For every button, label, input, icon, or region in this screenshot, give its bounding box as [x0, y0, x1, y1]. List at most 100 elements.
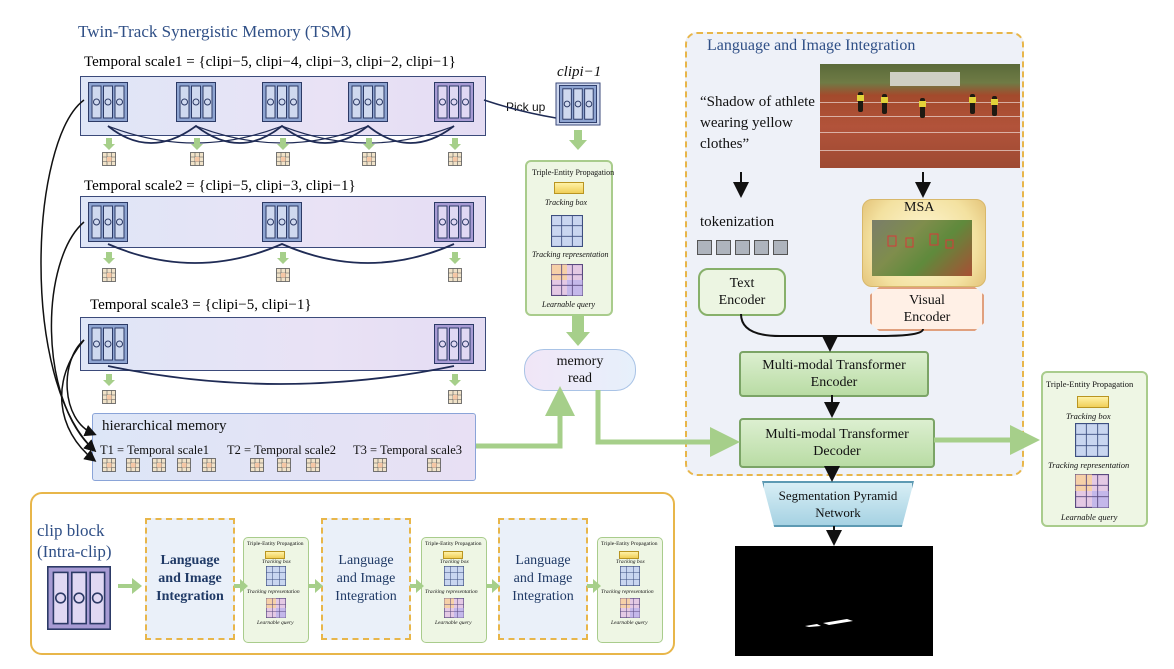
learnable-query-icon — [551, 264, 583, 296]
arrow-memory-to-read — [476, 386, 575, 449]
mini-tep-3-title: Triple-Entity Propagation — [601, 541, 658, 547]
mask-blob — [805, 619, 853, 627]
scale2-links — [107, 243, 455, 264]
clip-block-label: clip block (Intra-clip) — [37, 521, 112, 561]
clip-icon — [88, 82, 128, 122]
text-encoder-merge — [740, 313, 830, 337]
tsm-title: Twin-Track Synergistic Memory (TSM) — [78, 22, 352, 41]
mini-tep-2-learnable-query: Learnable query — [435, 620, 472, 626]
tracking-box-icon — [1077, 396, 1109, 408]
mini-tep-1-learnable-query: Learnable query — [257, 620, 294, 626]
text-encoder-label: Text Encoder — [718, 276, 766, 308]
mini-tep-1-tracking-rep: Tracking representation — [247, 589, 300, 595]
tokenization-label: tokenization — [700, 214, 775, 230]
output-mask — [735, 546, 933, 656]
tep-right-learnable-query: Learnable query — [1061, 512, 1118, 522]
down-arrow-icon — [566, 314, 590, 346]
runner — [881, 94, 888, 114]
lii-stage-1: Language and Image Integration — [145, 518, 235, 640]
clip-icon — [88, 202, 128, 242]
tep-right-tracking-rep: Tracking representation — [1048, 460, 1130, 470]
token-icon — [735, 240, 750, 255]
segmentation-pyramid-network: Segmentation Pyramid Network — [762, 481, 914, 527]
mini-tep-3 — [597, 537, 663, 643]
runner — [991, 96, 998, 116]
clip-icon — [262, 202, 302, 242]
mini-tep-1-title: Triple-Entity Propagation — [247, 541, 304, 547]
token-icon — [773, 240, 788, 255]
clip-block-arrows — [118, 578, 601, 594]
seg-pyramid-label: Segmentation Pyramid Network — [778, 488, 898, 520]
tracking-box-icon — [443, 551, 463, 559]
msa-label: MSA — [904, 200, 935, 215]
mm-decoder-label: Multi-modal Transformer Decoder — [765, 427, 909, 459]
temporal-scale2-label: Temporal scale2 = {clipi−5, clipi−3, cli… — [84, 178, 356, 194]
clip-icon — [262, 82, 302, 122]
clip-icon — [434, 324, 474, 364]
mini-tep-2-title: Triple-Entity Propagation — [425, 541, 482, 547]
t2-label: T2 = Temporal scale2 — [227, 443, 337, 457]
tracking-representation-icon — [551, 215, 583, 247]
tracking-box-icon — [554, 182, 584, 194]
tracking-representation-icon — [444, 566, 464, 586]
mini-tep-3-tracking-box: Tracking box — [616, 559, 645, 565]
selected-clip-label: clipi−1 — [557, 64, 602, 80]
lii-stage-1-label: Language and Image Integration — [156, 553, 224, 604]
text-query: “Shadow of athlete wearing yellow clothe… — [700, 94, 815, 152]
mm-transformer-encoder: Multi-modal Transformer Encoder — [739, 351, 929, 397]
hurdle-rail — [890, 72, 960, 86]
learnable-query-icon — [444, 598, 464, 618]
temporal-scale3-track — [80, 317, 486, 371]
tep-mid-tracking-box: Tracking box — [545, 198, 587, 207]
lii-stage-2-label: Language and Image Integration — [335, 553, 397, 604]
tracking-representation-icon — [620, 566, 640, 586]
runner — [857, 92, 864, 112]
down-arrow-icon — [569, 130, 587, 150]
memory-read-label: memory read — [556, 354, 604, 386]
clip-block-icon — [47, 566, 111, 630]
lii-stage-3-label: Language and Image Integration — [512, 553, 574, 604]
token-icon — [754, 240, 769, 255]
tep-mid-learnable-query: Learnable query — [542, 300, 596, 309]
temporal-scale3-label: Temporal scale3 = {clipi−5, clipi−1} — [90, 297, 312, 313]
mini-tep-2-tracking-box: Tracking box — [440, 559, 469, 565]
down-arrows — [103, 138, 461, 386]
mm-encoder-label: Multi-modal Transformer Encoder — [762, 358, 906, 390]
mini-tep-3-tracking-rep: Tracking representation — [601, 589, 654, 595]
learnable-query-icon — [266, 598, 286, 618]
runner — [919, 98, 926, 118]
clip-icon — [434, 202, 474, 242]
tep-right-tracking-box: Tracking box — [1066, 411, 1111, 421]
tep-mid-title: Triple-Entity Propagation — [532, 168, 615, 177]
visual-encoder-merge — [822, 328, 924, 352]
memory-read: memory read — [524, 349, 636, 391]
tracking-representation-icon — [266, 566, 286, 586]
tep-right-title: Triple-Entity Propagation — [1046, 379, 1134, 389]
tracking-box-icon — [265, 551, 285, 559]
lii-stage-3: Language and Image Integration — [498, 518, 588, 640]
clip-icon — [348, 82, 388, 122]
token-icon — [697, 240, 712, 255]
visual-encoder-label: Visual Encoder — [903, 293, 951, 325]
arrow-scale2-to-memory — [50, 221, 97, 453]
arrow-read-to-decoder — [595, 390, 740, 457]
mini-tep-3-learnable-query: Learnable query — [611, 620, 648, 626]
runner — [969, 94, 976, 114]
learnable-query-icon — [1075, 474, 1109, 508]
tracking-box-icon — [619, 551, 639, 559]
mini-tep-1-tracking-box: Tracking box — [262, 559, 291, 565]
tracking-representation-icon — [1075, 423, 1109, 457]
arrow-scale3b-to-memory — [60, 339, 97, 462]
pick-up-line — [483, 99, 557, 119]
language-image-title: Language and Image Integration — [707, 37, 916, 54]
msa-attention-image — [872, 220, 972, 276]
visual-encoder: Visual Encoder — [870, 287, 984, 331]
clip-icon — [88, 324, 128, 364]
clip-icon — [176, 82, 216, 122]
t3-label: T3 = Temporal scale3 — [353, 443, 463, 457]
clip-icon — [434, 82, 474, 122]
lii-stage-2: Language and Image Integration — [321, 518, 411, 640]
mini-tep-2-tracking-rep: Tracking representation — [425, 589, 478, 595]
t1-label: T1 = Temporal scale1 — [100, 443, 210, 457]
